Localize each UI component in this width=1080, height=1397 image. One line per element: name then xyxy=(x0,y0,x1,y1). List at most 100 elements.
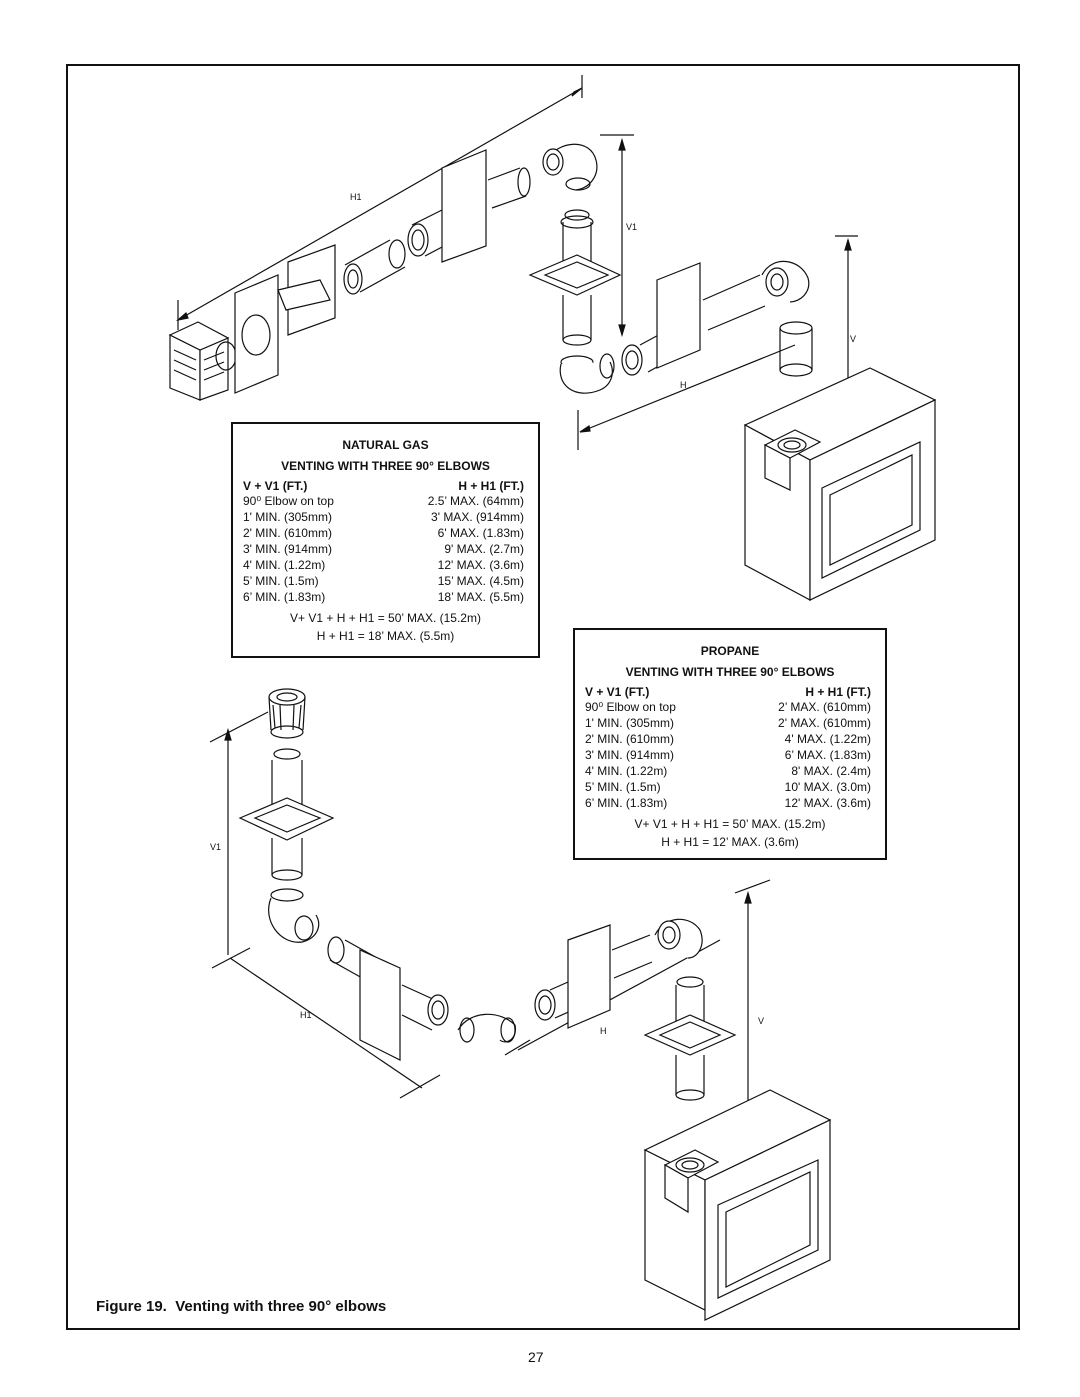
vertical-pipe-icon xyxy=(238,748,335,881)
top-h1-dimension xyxy=(175,75,583,330)
table-row: 4' MIN. (1.22m) 12' MAX. (3.6m) xyxy=(233,557,538,573)
pipe-section-icon xyxy=(343,239,406,295)
bottom-v1-dimension xyxy=(209,711,269,955)
figure-caption: Figure 19. Venting with three 90° elbows xyxy=(96,1298,386,1315)
cell-v: 1' MIN. (305mm) xyxy=(243,510,332,524)
elbow-icon xyxy=(542,143,598,191)
bottom-v-dimension xyxy=(734,879,771,1110)
cell-v: 2' MIN. (610mm) xyxy=(243,526,332,540)
top-h-dimension xyxy=(577,344,796,450)
table-row: 3' MIN. (914mm) 9' MAX. (2.7m) xyxy=(233,541,538,557)
table-header-row: V + V1 (FT.) H + H1 (FT.) xyxy=(575,685,885,699)
table-row: 1' MIN. (305mm) 2' MAX. (610mm) xyxy=(575,715,885,731)
elbow-icon xyxy=(268,888,320,943)
cell-h: 4' MAX. (1.22m) xyxy=(784,732,871,746)
total-line: V+ V1 + H + H1 = 50’ MAX. (15.2m) xyxy=(634,817,826,831)
firestop-icon xyxy=(277,244,336,336)
cell-h: 6' MAX. (1.83m) xyxy=(437,526,524,540)
cell-h: 9' MAX. (2.7m) xyxy=(444,542,524,556)
v-label: V xyxy=(758,1016,765,1026)
page-number: 27 xyxy=(528,1349,544,1365)
cell-h: 8' MAX. (2.4m) xyxy=(791,764,871,778)
v1-label: V1 xyxy=(626,222,638,232)
table-row: 6’ MIN. (1.83m) 12' MAX. (3.6m) xyxy=(575,795,885,811)
pipe-section-icon xyxy=(487,167,531,209)
cell-h: 2.5’ MAX. (64mm) xyxy=(427,494,524,508)
table-subtitle: VENTING WITH THREE 90° ELBOWS xyxy=(281,459,490,473)
cell-h: 12' MAX. (3.6m) xyxy=(784,796,871,810)
total-line: H + H1 = 18’ MAX. (5.5m) xyxy=(316,629,455,643)
cell-h: 6’ MAX. (1.83m) xyxy=(784,748,871,762)
column-header-h: H + H1 (FT.) xyxy=(458,479,524,493)
fireplace-icon xyxy=(743,367,937,602)
cell-v: 1' MIN. (305mm) xyxy=(585,716,674,730)
column-header-v: V + V1 (FT.) xyxy=(243,479,308,493)
elbow-icon xyxy=(761,260,810,303)
elbow-icon xyxy=(654,918,703,959)
table-subtitle: VENTING WITH THREE 90° ELBOWS xyxy=(625,665,835,679)
table-title: PROPANE xyxy=(700,644,760,658)
table-row: 2' MIN. (610mm) 6' MAX. (1.83m) xyxy=(233,525,538,541)
cell-h: 2' MAX. (610mm) xyxy=(778,716,871,730)
top-v1-dimension xyxy=(600,134,634,338)
column-header-h: H + H1 (FT.) xyxy=(805,685,871,699)
column-header-v: V + V1 (FT.) xyxy=(585,685,650,699)
table-row: 3' MIN. (914mm) 6’ MAX. (1.83m) xyxy=(575,747,885,763)
cell-v: 90⁰ Elbow on top xyxy=(243,494,334,508)
h1-label: H1 xyxy=(300,1010,312,1020)
cell-h: 3' MAX. (914mm) xyxy=(431,510,524,524)
pipe-section-icon xyxy=(702,274,766,331)
cell-h: 12' MAX. (3.6m) xyxy=(437,558,524,572)
vertical-pipe-icon xyxy=(643,976,737,1101)
propane-table: PROPANE VENTING WITH THREE 90° ELBOWS V … xyxy=(573,628,887,860)
table-row: 2' MIN. (610mm) 4' MAX. (1.22m) xyxy=(575,731,885,747)
cell-h: 2’ MAX. (610mm) xyxy=(778,700,871,714)
table-row: 90⁰ Elbow on top 2.5’ MAX. (64mm) xyxy=(233,493,538,509)
cell-h: 15’ MAX. (4.5m) xyxy=(437,574,524,588)
total-line: H + H1 = 12’ MAX. (3.6m) xyxy=(661,835,799,849)
table-row: 5’ MIN. (1.5m) 10' MAX. (3.0m) xyxy=(575,779,885,795)
cell-v: 5’ MIN. (1.5m) xyxy=(243,574,319,588)
pipe-section-icon xyxy=(611,934,653,979)
total-line: V+ V1 + H + H1 = 50’ MAX. (15.2m) xyxy=(290,611,481,625)
natural-gas-table: NATURAL GAS VENTING WITH THREE 90° ELBOW… xyxy=(231,422,540,658)
table-row: 4' MIN. (1.22m) 8' MAX. (2.4m) xyxy=(575,763,885,779)
cell-v: 2' MIN. (610mm) xyxy=(585,732,674,746)
table-title: NATURAL GAS xyxy=(342,438,429,452)
firestop-icon xyxy=(359,949,401,1061)
cell-v: 5’ MIN. (1.5m) xyxy=(585,780,661,794)
figure-frame xyxy=(66,64,1020,1330)
v1-label: V1 xyxy=(210,842,222,852)
cell-v: 90⁰ Elbow on top xyxy=(585,700,676,714)
table-row: 90⁰ Elbow on top 2’ MAX. (610mm) xyxy=(575,699,885,715)
termination-cap-icon xyxy=(168,321,237,401)
pipe-section-icon xyxy=(401,984,449,1031)
table-row: 1' MIN. (305mm) 3' MAX. (914mm) xyxy=(233,509,538,525)
cell-v: 4' MIN. (1.22m) xyxy=(585,764,668,778)
figure-caption-prefix: Figure 19. xyxy=(96,1298,167,1315)
cell-v: 4' MIN. (1.22m) xyxy=(243,558,326,572)
cell-h: 10' MAX. (3.0m) xyxy=(784,780,871,794)
v-label: V xyxy=(850,334,857,344)
h-label: H xyxy=(680,380,687,390)
bottom-h-dimension xyxy=(504,939,721,1056)
h1-label: H1 xyxy=(350,192,362,202)
bottom-h1-dimension xyxy=(211,947,441,1099)
vertical-pipe-icon xyxy=(528,209,622,346)
vertical-pipe-icon xyxy=(779,321,813,377)
cell-v: 6’ MIN. (1.83m) xyxy=(585,796,668,810)
wall-plate-icon xyxy=(234,274,279,394)
elbow-icon xyxy=(457,1013,517,1043)
cell-v: 6’ MIN. (1.83m) xyxy=(243,590,326,604)
vertical-termination-cap-icon xyxy=(268,688,306,739)
h-label: H xyxy=(600,1026,607,1036)
table-header-row: V + V1 (FT.) H + H1 (FT.) xyxy=(233,479,538,493)
firestop-icon xyxy=(441,149,487,263)
cell-v: 3' MIN. (914mm) xyxy=(243,542,332,556)
cell-h: 18’ MAX. (5.5m) xyxy=(437,590,524,604)
elbow-icon xyxy=(559,353,615,394)
fireplace-icon xyxy=(643,1089,832,1321)
firestop-icon xyxy=(567,924,611,1029)
cell-v: 3' MIN. (914mm) xyxy=(585,748,674,762)
